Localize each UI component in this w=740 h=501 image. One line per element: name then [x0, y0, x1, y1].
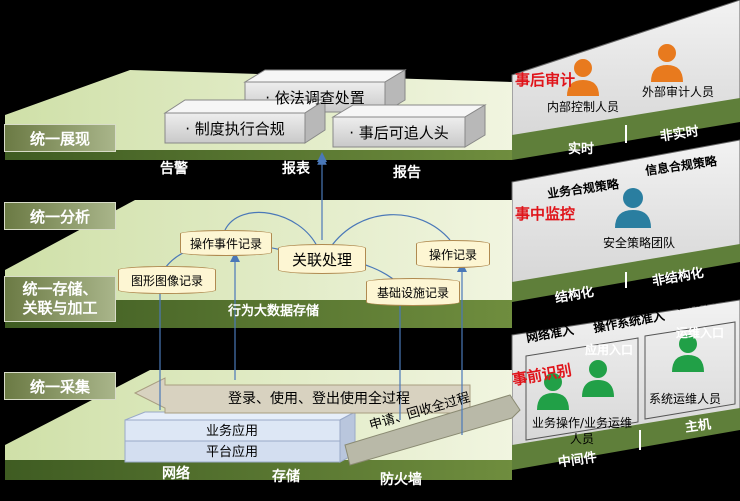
label-internal-control: 内部控制人员 [547, 100, 620, 114]
layer-label-analysis-text: 统一分析 [29, 207, 90, 226]
node-infrastructure: 基础设施记录 [366, 278, 460, 306]
curve-1 [224, 211, 319, 249]
label-app-entry: 应用入口 [585, 343, 634, 357]
layer-label-analysis: 统一分析 [4, 202, 116, 230]
title-post-audit: 事后审计 [515, 71, 576, 89]
box-top-side [384, 69, 406, 113]
label-security-team: 安全策略团队 [603, 236, 676, 250]
lifecycle-arrow [344, 394, 521, 466]
label-report: 报告 [393, 165, 421, 181]
layer-label-collection-text: 统一采集 [29, 377, 90, 396]
arrowhead-mid [230, 252, 240, 262]
label-ops-staff: 系统运维人员 [649, 392, 722, 406]
node-operation-events: 操作事件记录 [180, 230, 272, 256]
box-right-front [332, 116, 466, 148]
arrowhead-up [317, 152, 327, 162]
layer-label-storage: 统一存储、 关联与加工 [4, 276, 116, 322]
label-login-process: 登录、使用、登出使用全过程 [228, 391, 410, 407]
title-in-process-monitor: 事中监控 [515, 205, 576, 223]
layer-label-display-text: 统一展现 [29, 129, 90, 148]
layer-label-storage-line2: 关联与加工 [22, 299, 98, 317]
plate-analysis-edge [5, 300, 512, 328]
display-boxes [163, 69, 487, 148]
person-ops-icon [672, 335, 704, 372]
label-storage: 存储 [272, 469, 300, 485]
identify-box-left [525, 337, 639, 441]
curve-2 [329, 214, 451, 249]
box-traceable: · 事后可追人头 [349, 123, 449, 142]
box-left-side [304, 99, 326, 144]
panel-identify-tabs [512, 408, 740, 470]
process-arrow [133, 377, 471, 414]
plate-collect-edge [5, 460, 512, 480]
label-ops-entry: 运维入口 [676, 326, 725, 340]
person-icons [537, 44, 704, 410]
label-platform-app: 平台应用 [206, 445, 259, 460]
label-business-app: 业务应用 [206, 424, 259, 439]
layer-label-storage-line1: 统一存储、 [22, 280, 98, 299]
layer-label-display: 统一展现 [4, 124, 116, 152]
box-policy-compliance: · 制度执行合规 [185, 119, 285, 138]
tab-realtime: 实时 [568, 142, 595, 157]
box-left-front [164, 112, 306, 144]
person-external-icon [651, 44, 683, 82]
person-business-icon-1 [537, 373, 569, 410]
plate-display-edge [5, 150, 512, 160]
box-right-side [464, 104, 486, 148]
label-behavior-bigdata: 行为大数据存储 [228, 304, 320, 319]
label-alarm: 告警 [160, 161, 188, 177]
node-graphic-image: 图形图像记录 [118, 266, 216, 294]
identify-box-right [644, 321, 736, 420]
person-strategy-icon [615, 188, 651, 228]
label-external-audit: 外部审计人员 [642, 85, 715, 99]
node-correlation: 关联处理 [278, 244, 366, 274]
person-business-icon-2 [582, 360, 614, 397]
box-lawful-investigation: · 依法调查处置 [265, 88, 365, 107]
label-business-staff: 业务操作/业务运维人员 [531, 416, 633, 446]
layer-label-collection: 统一采集 [4, 372, 116, 400]
node-operation-records: 操作记录 [416, 240, 490, 268]
label-firewall: 防火墙 [380, 472, 422, 488]
box-top-face [243, 69, 407, 83]
label-report-table: 报表 [282, 161, 310, 177]
tab-host: 主机 [684, 417, 712, 436]
person-internal-icon [567, 59, 599, 96]
label-network: 网络 [162, 466, 190, 482]
collection-stack [124, 411, 356, 463]
